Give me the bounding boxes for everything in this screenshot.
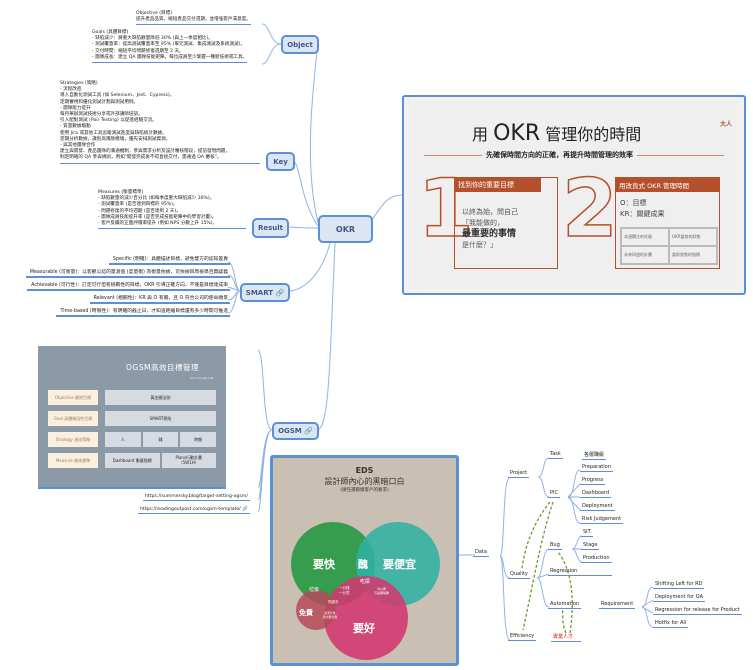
automation-node[interactable]: Automation <box>548 601 582 609</box>
task-node[interactable]: Task <box>548 451 563 459</box>
step1-body: 以終為始，問自己「我能做的，最重要的事情是什麼？」 <box>462 208 518 249</box>
pic-child[interactable]: Deployment <box>580 503 615 511</box>
bug-node[interactable]: Bug <box>548 542 562 550</box>
requirement-child[interactable]: Shifting Left for RD <box>653 581 705 589</box>
step1-heading: 找到你的重要目標 <box>455 178 541 192</box>
requirement-child[interactable]: Regression for release for Product <box>653 607 742 615</box>
measures-text: Measures (衡量標準) - 缺陷數量的減少百分比 (如每季度重大缺陷減少… <box>98 190 246 230</box>
smart-item-specific: Specific (明確)：具體描述目標，避免雙方的認知差異 <box>108 255 230 265</box>
okr-center-node[interactable]: OKR <box>318 215 373 243</box>
key-node[interactable]: Key <box>266 152 295 171</box>
venn-ugly: 醜 <box>358 560 368 571</box>
link-icon[interactable]: 🔗 <box>304 427 313 435</box>
regression-node[interactable]: Regression <box>548 568 612 576</box>
venn-cheap: 要便宜 <box>383 558 416 571</box>
goals-text: Goals (具體目標) - 缺陷減少：將重大缺陷數量降低 30% (與上一季度… <box>92 30 248 64</box>
pic-child[interactable]: Risk Judgement <box>580 516 624 524</box>
data-node[interactable]: Data <box>473 549 489 557</box>
quality-node[interactable]: Quality <box>508 571 530 579</box>
ogsm-image-title: OGSM高效目標管理 <box>126 363 199 372</box>
venn-good: 要好 <box>353 622 375 635</box>
okr-image-title: 用 OKR 管理你的時間 <box>472 121 642 146</box>
venn-free: 免費 <box>299 609 313 617</box>
bug-child[interactable]: Production <box>581 555 612 563</box>
link-icon[interactable]: 🔗 <box>242 507 248 512</box>
object-node[interactable]: Object <box>281 35 319 54</box>
result-node[interactable]: Result <box>252 218 289 238</box>
venn-fast: 要快 <box>313 558 335 571</box>
step2-number: 2 <box>561 162 618 255</box>
ogsm-link-1[interactable]: https://summersky.blog/target-setting-og… <box>143 494 250 501</box>
strategies-text: Strategies (策略) - 流程改進 導入自動化測試工具 (如 Sele… <box>60 81 260 164</box>
smart-item-time-based: Time-based (時限性)：有明確的截止日，才知道距離目標還有多少時間可推… <box>56 307 230 317</box>
dashed-arrows <box>521 501 573 634</box>
publisher-logo: 大人 <box>720 121 733 128</box>
eds-title: EDS <box>355 466 374 475</box>
eds-subtitle: 設計師內心的黑暗口白 <box>324 477 405 486</box>
task-child[interactable]: 各層職級 <box>582 452 607 460</box>
smart-label: SMART <box>245 288 274 297</box>
link-icon[interactable]: 🔗 <box>275 288 285 297</box>
pic-node[interactable]: PIC <box>548 490 560 498</box>
ogsm-label: OGSM <box>278 427 302 435</box>
eds-venn-image: EDS 設計師內心的黑暗口白 (請任選兩樣客戶的要求) 要快 要便宜 要好 醜 … <box>270 455 459 666</box>
pic-child[interactable]: Preparation <box>580 464 613 472</box>
smart-node[interactable]: SMART 🔗 <box>240 283 290 302</box>
okr-image-subtitle: 先確保時間方向的正確，再提升時間管理的效率 <box>482 150 637 160</box>
venn-mid2: 如果什麼 我也要免費 <box>323 611 337 619</box>
talent-node[interactable]: 專業人才 <box>551 633 581 642</box>
venn-trash: 垃圾 <box>309 587 320 593</box>
ogsm-link-2-text[interactable]: https://readingoutpost.com/ogsm-template… <box>140 507 241 512</box>
bug-child[interactable]: Stage <box>581 542 600 550</box>
pic-child[interactable]: Progress <box>580 477 606 485</box>
okr-time-image: 大人 用 OKR 管理你的時間 先確保時間方向的正確，再提升時間管理的效率 1 … <box>402 95 746 295</box>
project-node[interactable]: Project <box>508 470 530 478</box>
smart-item-achievable: Achievable (可行性)：訂定可行但有挑戰性的目標，OKR 引導正確方向… <box>27 281 230 291</box>
ogsm-image: OGSM高效目標管理 KY's Simple Life Objective 最終… <box>38 346 226 489</box>
eds-note: (請任選兩樣客戶的要求) <box>340 488 389 493</box>
requirement-child[interactable]: Hotfix for All <box>653 620 689 628</box>
requirement-child[interactable]: Deployment for QA <box>653 594 705 602</box>
venn-mid1: 可以再 可是要等喔 <box>374 587 390 595</box>
venn-loss: 吃屎 <box>360 579 371 585</box>
smart-item-measurable: Measurable (可衡量)：以客觀公認的量測值 (度量衡) 為衡量依據，可… <box>25 268 230 278</box>
ogsm-credit: KY's Simple Life <box>190 376 214 380</box>
pic-child[interactable]: Dashboard <box>580 490 612 498</box>
bug-child[interactable]: SIT <box>581 529 593 537</box>
requirement-node[interactable]: Requirement <box>599 601 636 609</box>
venn-onepenny: 一分錢 一分貨 <box>339 586 350 595</box>
ogsm-node[interactable]: OGSM 🔗 <box>272 422 319 440</box>
venn-center: 同過去 <box>328 600 339 604</box>
venn-circles <box>291 522 440 660</box>
objective-text: Objective (目標) 提升產品品質，縮短產品交付週期，並增強客戶滿意度。 <box>136 11 251 26</box>
efficiency-node[interactable]: Efficiency <box>508 633 537 641</box>
step2-heading: 用改良式 OKR 管理時間 <box>616 178 719 192</box>
ogsm-link-2[interactable]: https://readingoutpost.com/ogsm-template… <box>138 507 250 514</box>
smart-item-relevant: Relevant (相關性)：KR 與 O 有關，且 O 符合公司的使命願景 <box>89 294 230 304</box>
